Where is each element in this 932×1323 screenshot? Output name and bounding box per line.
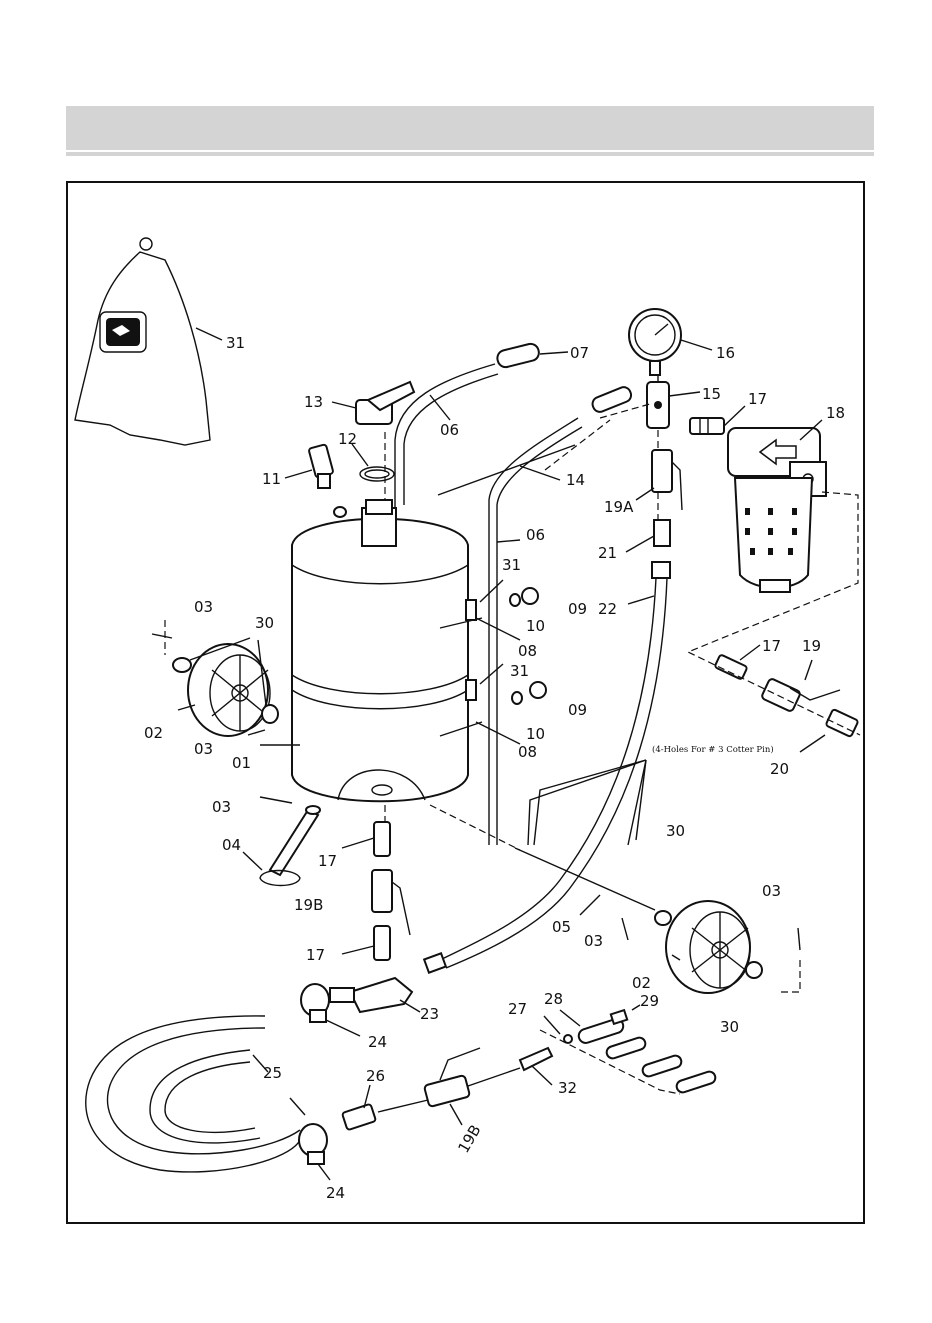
label-27: 27 bbox=[508, 1000, 527, 1018]
label-07: 07 bbox=[570, 344, 589, 362]
label-03-left-wheel: 03 bbox=[194, 740, 213, 758]
label-30-right-lower: 30 bbox=[720, 1018, 739, 1036]
label-14: 14 bbox=[566, 471, 585, 489]
label-30-right-top: 30 bbox=[666, 822, 685, 840]
hose-clamp-lower-icon bbox=[299, 1124, 330, 1180]
label-10-upper: 10 bbox=[526, 617, 545, 635]
label-05: 05 bbox=[552, 918, 571, 936]
label-19b-center: 19B bbox=[294, 896, 323, 914]
label-03-axle: 03 bbox=[584, 932, 603, 950]
label-06-left: 06 bbox=[440, 421, 459, 439]
blast-hood-icon bbox=[75, 238, 222, 445]
safety-valve-icon bbox=[285, 444, 346, 517]
label-10-lower: 10 bbox=[526, 725, 545, 743]
label-03-right: 03 bbox=[762, 882, 781, 900]
left-wheel-icon bbox=[152, 620, 278, 736]
label-25: 25 bbox=[263, 1064, 282, 1082]
inlet-fitting-group-icon bbox=[714, 645, 858, 752]
label-31-bracket-lower: 31 bbox=[510, 662, 529, 680]
label-02-left: 02 bbox=[144, 724, 163, 742]
air-filter-icon bbox=[728, 420, 826, 592]
blast-hose-coil-icon bbox=[86, 1016, 305, 1172]
o-ring-icon bbox=[352, 444, 394, 481]
label-17-center-upper: 17 bbox=[318, 852, 337, 870]
label-32: 32 bbox=[558, 1079, 577, 1097]
label-03-left-lower: 03 bbox=[212, 798, 231, 816]
sandblaster-tank-icon bbox=[260, 500, 468, 801]
label-19a: 19A bbox=[604, 498, 634, 516]
outlet-fitting-stack-icon bbox=[330, 822, 420, 1012]
ball-valve-lower-icon bbox=[378, 1048, 480, 1125]
hose-nipple-icon bbox=[626, 520, 670, 552]
label-12: 12 bbox=[338, 430, 357, 448]
label-17-right: 17 bbox=[762, 637, 781, 655]
axle-rod-icon bbox=[438, 445, 575, 495]
label-17-center-lower: 17 bbox=[306, 946, 325, 964]
support-leg-icon bbox=[243, 797, 320, 886]
label-06-right: 06 bbox=[526, 526, 545, 544]
label-18: 18 bbox=[826, 404, 845, 422]
label-09-upper: 09 bbox=[568, 600, 587, 618]
label-24-upper: 24 bbox=[368, 1033, 387, 1051]
label-09-lower: 09 bbox=[568, 701, 587, 719]
label-11: 11 bbox=[262, 470, 281, 488]
label-16: 16 bbox=[716, 344, 735, 362]
label-13: 13 bbox=[304, 393, 323, 411]
label-20: 20 bbox=[770, 760, 789, 778]
label-03-upper-left: 03 bbox=[194, 598, 213, 616]
label-29: 29 bbox=[640, 992, 659, 1010]
label-28: 28 bbox=[544, 990, 563, 1008]
hand-grip-icon bbox=[496, 342, 633, 414]
label-19b-lower: 19B bbox=[454, 1122, 484, 1156]
label-15: 15 bbox=[702, 385, 721, 403]
label-22: 22 bbox=[598, 600, 617, 618]
cotter-pin-note: (4-Holes For # 3 Cotter Pin) bbox=[652, 744, 774, 755]
label-01: 01 bbox=[232, 754, 251, 772]
label-08-upper: 08 bbox=[518, 642, 537, 660]
label-04: 04 bbox=[222, 836, 241, 854]
label-02-right: 02 bbox=[632, 974, 651, 992]
label-31-bracket-upper: 31 bbox=[502, 556, 521, 574]
blast-gun-icon bbox=[468, 1048, 552, 1086]
label-30-left: 30 bbox=[255, 614, 274, 632]
label-08-lower: 08 bbox=[518, 743, 537, 761]
label-17-top: 17 bbox=[748, 390, 767, 408]
pressure-gauge-icon bbox=[629, 309, 712, 375]
label-31-hood: 31 bbox=[226, 334, 245, 352]
label-19: 19 bbox=[802, 637, 821, 655]
ball-valve-upper-icon bbox=[636, 450, 682, 510]
label-24-lower: 24 bbox=[326, 1184, 345, 1202]
label-21: 21 bbox=[598, 544, 617, 562]
label-26: 26 bbox=[366, 1067, 385, 1085]
hose-coupler-icon bbox=[342, 1085, 376, 1130]
label-23: 23 bbox=[420, 1005, 439, 1023]
